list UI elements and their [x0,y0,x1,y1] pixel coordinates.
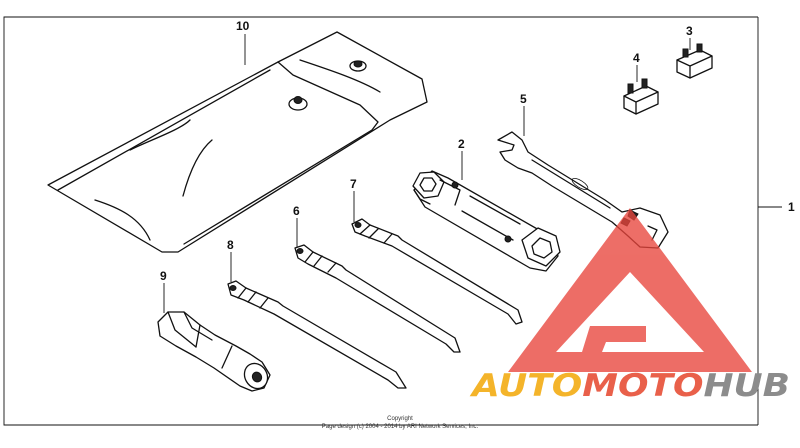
fuse-3 [676,43,713,79]
watermark-auto: AUTO [469,368,583,404]
watermark-hub: HUB [703,368,790,404]
leader-lines [163,34,691,313]
box-wrench [412,170,561,272]
callout-3: 3 [686,24,693,38]
callout-10: 10 [236,19,250,33]
tool-pouch [47,31,428,253]
watermark-moto: MOTO [582,368,703,404]
copyright-notice: Page design (c) 2004 - 2014 by ARI Netwo… [322,424,479,430]
screwdriver-blade-6 [294,244,461,353]
watermark-logo [508,208,752,372]
callout-9: 9 [160,269,167,283]
fuse-4 [623,78,659,115]
callout-1: 1 [788,200,795,214]
screwdriver-blade-7 [351,218,523,325]
watermark-triangle [508,208,752,372]
screwdriver-handle [157,311,271,392]
callout-5: 5 [520,92,527,106]
kit-frame [3,16,782,426]
callout-7: 7 [350,177,357,191]
callout-8: 8 [227,238,234,252]
callout-2: 2 [458,137,465,151]
callout-4: 4 [633,51,640,65]
callout-6: 6 [293,204,300,218]
copyright-title: Copyright [387,416,413,422]
screwdriver-blade-8 [227,280,407,389]
